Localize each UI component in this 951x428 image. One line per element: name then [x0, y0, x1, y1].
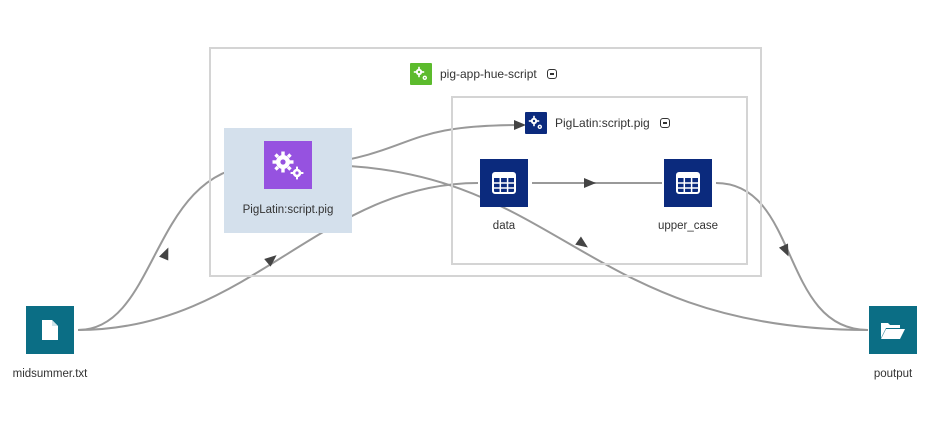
table-icon [676, 172, 700, 194]
document-icon [42, 320, 58, 340]
outer-group-title: pig-app-hue-script [440, 67, 537, 81]
midsummer-node-label: midsummer.txt [12, 368, 88, 380]
data-node-label: data [492, 220, 516, 232]
script-node-label: PigLatin:script.pig [242, 204, 334, 216]
inner-group-title: PigLatin:script.pig [555, 116, 650, 130]
edge-midsummer-to-script [77, 164, 263, 331]
inner-group-header: PigLatin:script.pig [525, 112, 670, 134]
inner-group-collapse-button[interactable] [659, 118, 670, 128]
outer-group-header: pig-app-hue-script [410, 63, 557, 85]
gears-icon [410, 63, 432, 85]
arrowhead-midsummer-script [159, 247, 169, 261]
table-icon [492, 172, 516, 194]
open-folder-icon [881, 323, 905, 339]
gears-icon [272, 151, 304, 180]
gears-icon [525, 112, 547, 134]
data-node[interactable] [480, 159, 528, 207]
edge-midsummer-to-data [77, 182, 479, 331]
arrowhead-midsummer-data [264, 255, 277, 267]
arrowhead-script-pig [514, 120, 526, 130]
midsummer-node[interactable] [26, 306, 74, 354]
edge-script-to-poutput [317, 164, 869, 331]
upper-case-node[interactable] [664, 159, 712, 207]
poutput-node-label: poutput [873, 368, 913, 380]
outer-group-collapse-button[interactable] [546, 69, 557, 79]
inner-group-box [451, 96, 748, 265]
upper-case-node-label: upper_case [657, 220, 719, 232]
edge-upper-case-to-poutput [715, 182, 869, 331]
arrowhead-upper-poutput [778, 243, 789, 257]
outer-group-box [209, 47, 762, 277]
poutput-node[interactable] [869, 306, 917, 354]
script-node[interactable] [264, 141, 312, 189]
arrowhead-script-poutput [575, 236, 588, 248]
arrowhead-data-upper [584, 178, 596, 188]
